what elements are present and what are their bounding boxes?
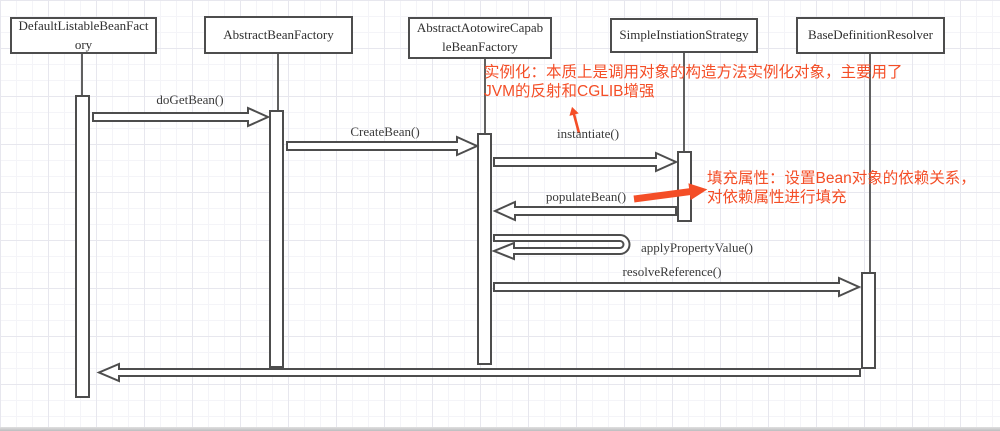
arrow-populateBean bbox=[492, 200, 677, 222]
lifeline-abstract-aotowire-capable-bean-factory bbox=[484, 59, 486, 133]
actor-title: DefaultListableBeanFactory bbox=[18, 17, 149, 52]
message-label-CreateBean: CreateBean() bbox=[350, 124, 420, 139]
annotation-populate-note: 填充属性：设置Bean对象的依赖关系， 对依赖属性进行填充 bbox=[707, 169, 976, 207]
canvas-bottom-edge bbox=[0, 427, 1000, 431]
actor-simple-instiation-strategy: SimpleInstiationStrategy bbox=[610, 18, 758, 53]
message-label-resolveReference: resolveReference() bbox=[622, 264, 722, 279]
actor-title: SimpleInstiationStrategy bbox=[619, 27, 749, 43]
annotation-line: 填充属性：设置Bean对象的依赖关系， bbox=[707, 170, 976, 187]
arrow-CreateBean bbox=[286, 135, 480, 157]
arrow-doGetBean bbox=[92, 106, 271, 128]
annotation-line: 对依赖属性进行填充 bbox=[707, 189, 847, 206]
lifeline-abstract-bean-factory bbox=[277, 54, 279, 110]
arrow-resolveReference bbox=[493, 276, 862, 298]
actor-abstract-bean-factory: AbstractBeanFactory bbox=[204, 16, 353, 54]
arrow-instantiate bbox=[493, 151, 679, 173]
activation-default-listable-bean-factory bbox=[75, 95, 90, 398]
lifeline-default-listable-bean-factory bbox=[81, 54, 83, 95]
actor-base-definition-resolver: BaseDefinitionResolver bbox=[796, 17, 945, 54]
actor-title: AbstractAotowireCapableBeanFactory bbox=[416, 20, 544, 54]
message-label-applyPropertyValue: applyPropertyValue() bbox=[641, 240, 753, 255]
arrow-applyPropertyValue-self-loop bbox=[491, 234, 631, 261]
annotation-line: 实例化：本质上是调用对象的构造方法实例化对象，主要用了 bbox=[484, 64, 903, 81]
activation-abstract-bean-factory bbox=[269, 110, 284, 368]
lifeline-simple-instiation-strategy bbox=[683, 53, 685, 151]
annotation-line: JVM的反射和CGLIB增强 bbox=[484, 83, 655, 100]
actor-default-listable-bean-factory: DefaultListableBeanFactory bbox=[10, 17, 157, 54]
lifeline-base-definition-resolver bbox=[869, 54, 871, 272]
annotation-arrow-instantiate bbox=[569, 106, 581, 134]
message-label-instantiate: instantiate() bbox=[556, 126, 620, 141]
annotation-instantiate-note: 实例化：本质上是调用对象的构造方法实例化对象，主要用了 JVM的反射和CGLIB… bbox=[484, 63, 903, 101]
annotation-arrow-populate bbox=[633, 183, 708, 203]
activation-abstract-aotowire-capable-bean-factory bbox=[477, 133, 492, 365]
arrow-final-return bbox=[96, 362, 861, 383]
actor-title: AbstractBeanFactory bbox=[223, 26, 334, 42]
actor-title: BaseDefinitionResolver bbox=[808, 27, 933, 43]
message-label-doGetBean: doGetBean() bbox=[156, 92, 224, 107]
message-label-populateBean: populateBean() bbox=[545, 189, 627, 204]
actor-abstract-aotowire-capable-bean-factory: AbstractAotowireCapableBeanFactory bbox=[408, 17, 552, 59]
activation-base-definition-resolver bbox=[861, 272, 876, 369]
